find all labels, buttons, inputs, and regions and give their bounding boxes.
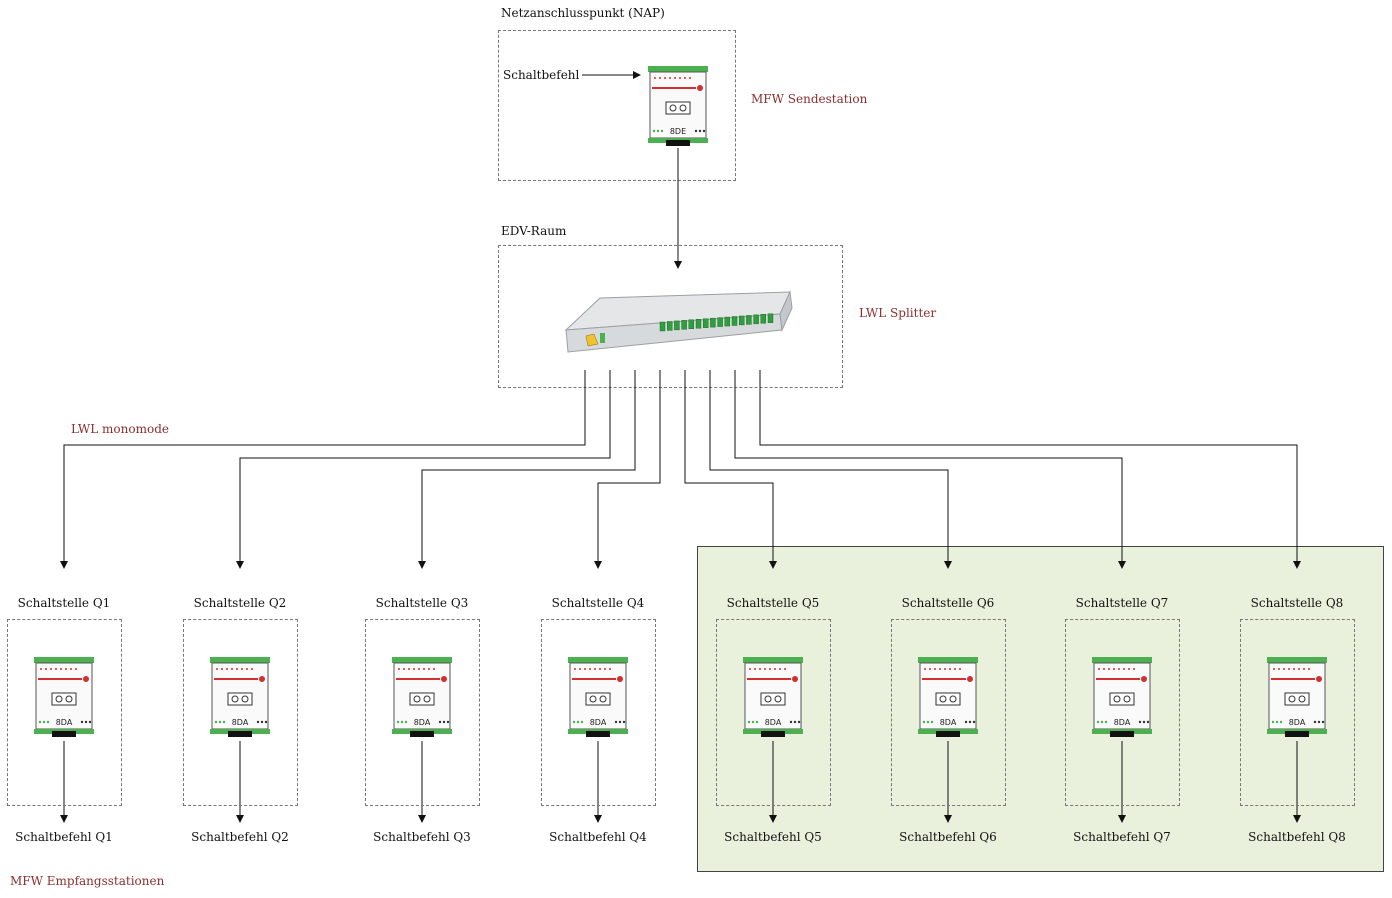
receiver-device-icon: 8DA xyxy=(1090,657,1154,741)
sender-device-code: 8DE xyxy=(670,127,686,136)
splitter-port-icon xyxy=(739,315,745,326)
receiver-device-icon: 8DA xyxy=(916,657,980,741)
splitter-port-icon xyxy=(674,320,680,331)
station-box xyxy=(1065,619,1180,806)
station-name: Schaltstelle Q7 xyxy=(1075,596,1169,610)
splitter-port-icon xyxy=(746,315,752,325)
station-output: Schaltbefehl Q8 xyxy=(1248,830,1346,844)
splitter-port-icon xyxy=(760,314,766,324)
edv-box xyxy=(498,245,843,388)
station-output: Schaltbefehl Q5 xyxy=(724,830,822,844)
station-output: Schaltbefehl Q1 xyxy=(15,830,113,844)
fiber-line xyxy=(60,370,586,569)
receiver-device-code: 8DA xyxy=(1289,718,1306,727)
fiber-line xyxy=(759,370,1301,569)
splitter-device-icon xyxy=(564,290,793,353)
edv-title: EDV-Raum xyxy=(501,224,567,238)
receiver-device-code: 8DA xyxy=(1114,718,1131,727)
station-box xyxy=(183,619,298,806)
splitter-port-icon xyxy=(667,321,673,331)
splitter-port-icon xyxy=(703,318,709,328)
nap-box xyxy=(498,30,736,181)
splitter-port-icon xyxy=(767,313,774,323)
station-name: Schaltstelle Q3 xyxy=(375,596,469,610)
station-output: Schaltbefehl Q3 xyxy=(373,830,471,844)
station-name: Schaltstelle Q8 xyxy=(1250,596,1344,610)
fiber-line xyxy=(709,370,952,569)
fiber-line xyxy=(236,370,611,569)
station-name: Schaltstelle Q4 xyxy=(551,596,645,610)
sender-device-icon: 8DE xyxy=(646,66,710,150)
sender-station-label: MFW Sendestation xyxy=(751,92,868,106)
fiber-line xyxy=(418,370,636,569)
receiver-device-icon: 8DA xyxy=(208,657,272,741)
receiver-device-code: 8DA xyxy=(765,718,782,727)
receivers-label: MFW Empfangsstationen xyxy=(10,874,165,888)
station-box xyxy=(1240,619,1355,806)
station-box xyxy=(541,619,656,806)
fiber-line xyxy=(734,370,1126,569)
receiver-device-icon: 8DA xyxy=(32,657,96,741)
fiber-label: LWL monomode xyxy=(71,422,169,436)
splitter-port-icon xyxy=(659,321,666,332)
station-output: Schaltbefehl Q6 xyxy=(899,830,997,844)
receiver-device-icon: 8DA xyxy=(566,657,630,741)
splitter-port-icon xyxy=(681,320,687,330)
station-name: Schaltstelle Q1 xyxy=(17,596,111,610)
fiber-line xyxy=(594,370,661,569)
splitter-port-icon xyxy=(724,316,730,327)
splitter-port-icon xyxy=(753,314,759,325)
receiver-device-code: 8DA xyxy=(232,718,249,727)
receiver-device-icon: 8DA xyxy=(1265,657,1329,741)
nap-title: Netzanschlusspunkt (NAP) xyxy=(501,6,665,20)
receiver-device-icon: 8DA xyxy=(390,657,454,741)
receiver-device-code: 8DA xyxy=(414,718,431,727)
fiber-line xyxy=(684,370,777,569)
splitter-port-icon xyxy=(717,317,723,327)
station-box xyxy=(891,619,1006,806)
station-box xyxy=(716,619,831,806)
receiver-device-icon: 8DA xyxy=(741,657,805,741)
splitter-port-icon xyxy=(731,316,738,326)
splitter-port-icon xyxy=(688,319,694,329)
station-name: Schaltstelle Q2 xyxy=(193,596,287,610)
receiver-device-code: 8DA xyxy=(56,718,73,727)
nap-input-label: Schaltbefehl xyxy=(503,68,580,82)
station-output: Schaltbefehl Q7 xyxy=(1073,830,1171,844)
receiver-device-code: 8DA xyxy=(590,718,607,727)
splitter-port-icon xyxy=(710,317,716,328)
receiver-device-code: 8DA xyxy=(940,718,957,727)
splitter-label: LWL Splitter xyxy=(859,306,937,320)
station-output: Schaltbefehl Q2 xyxy=(191,830,289,844)
station-box xyxy=(365,619,480,806)
station-output: Schaltbefehl Q4 xyxy=(549,830,647,844)
station-box xyxy=(7,619,122,806)
station-name: Schaltstelle Q6 xyxy=(901,596,995,610)
splitter-port-icon xyxy=(695,319,702,329)
station-name: Schaltstelle Q5 xyxy=(726,596,820,610)
